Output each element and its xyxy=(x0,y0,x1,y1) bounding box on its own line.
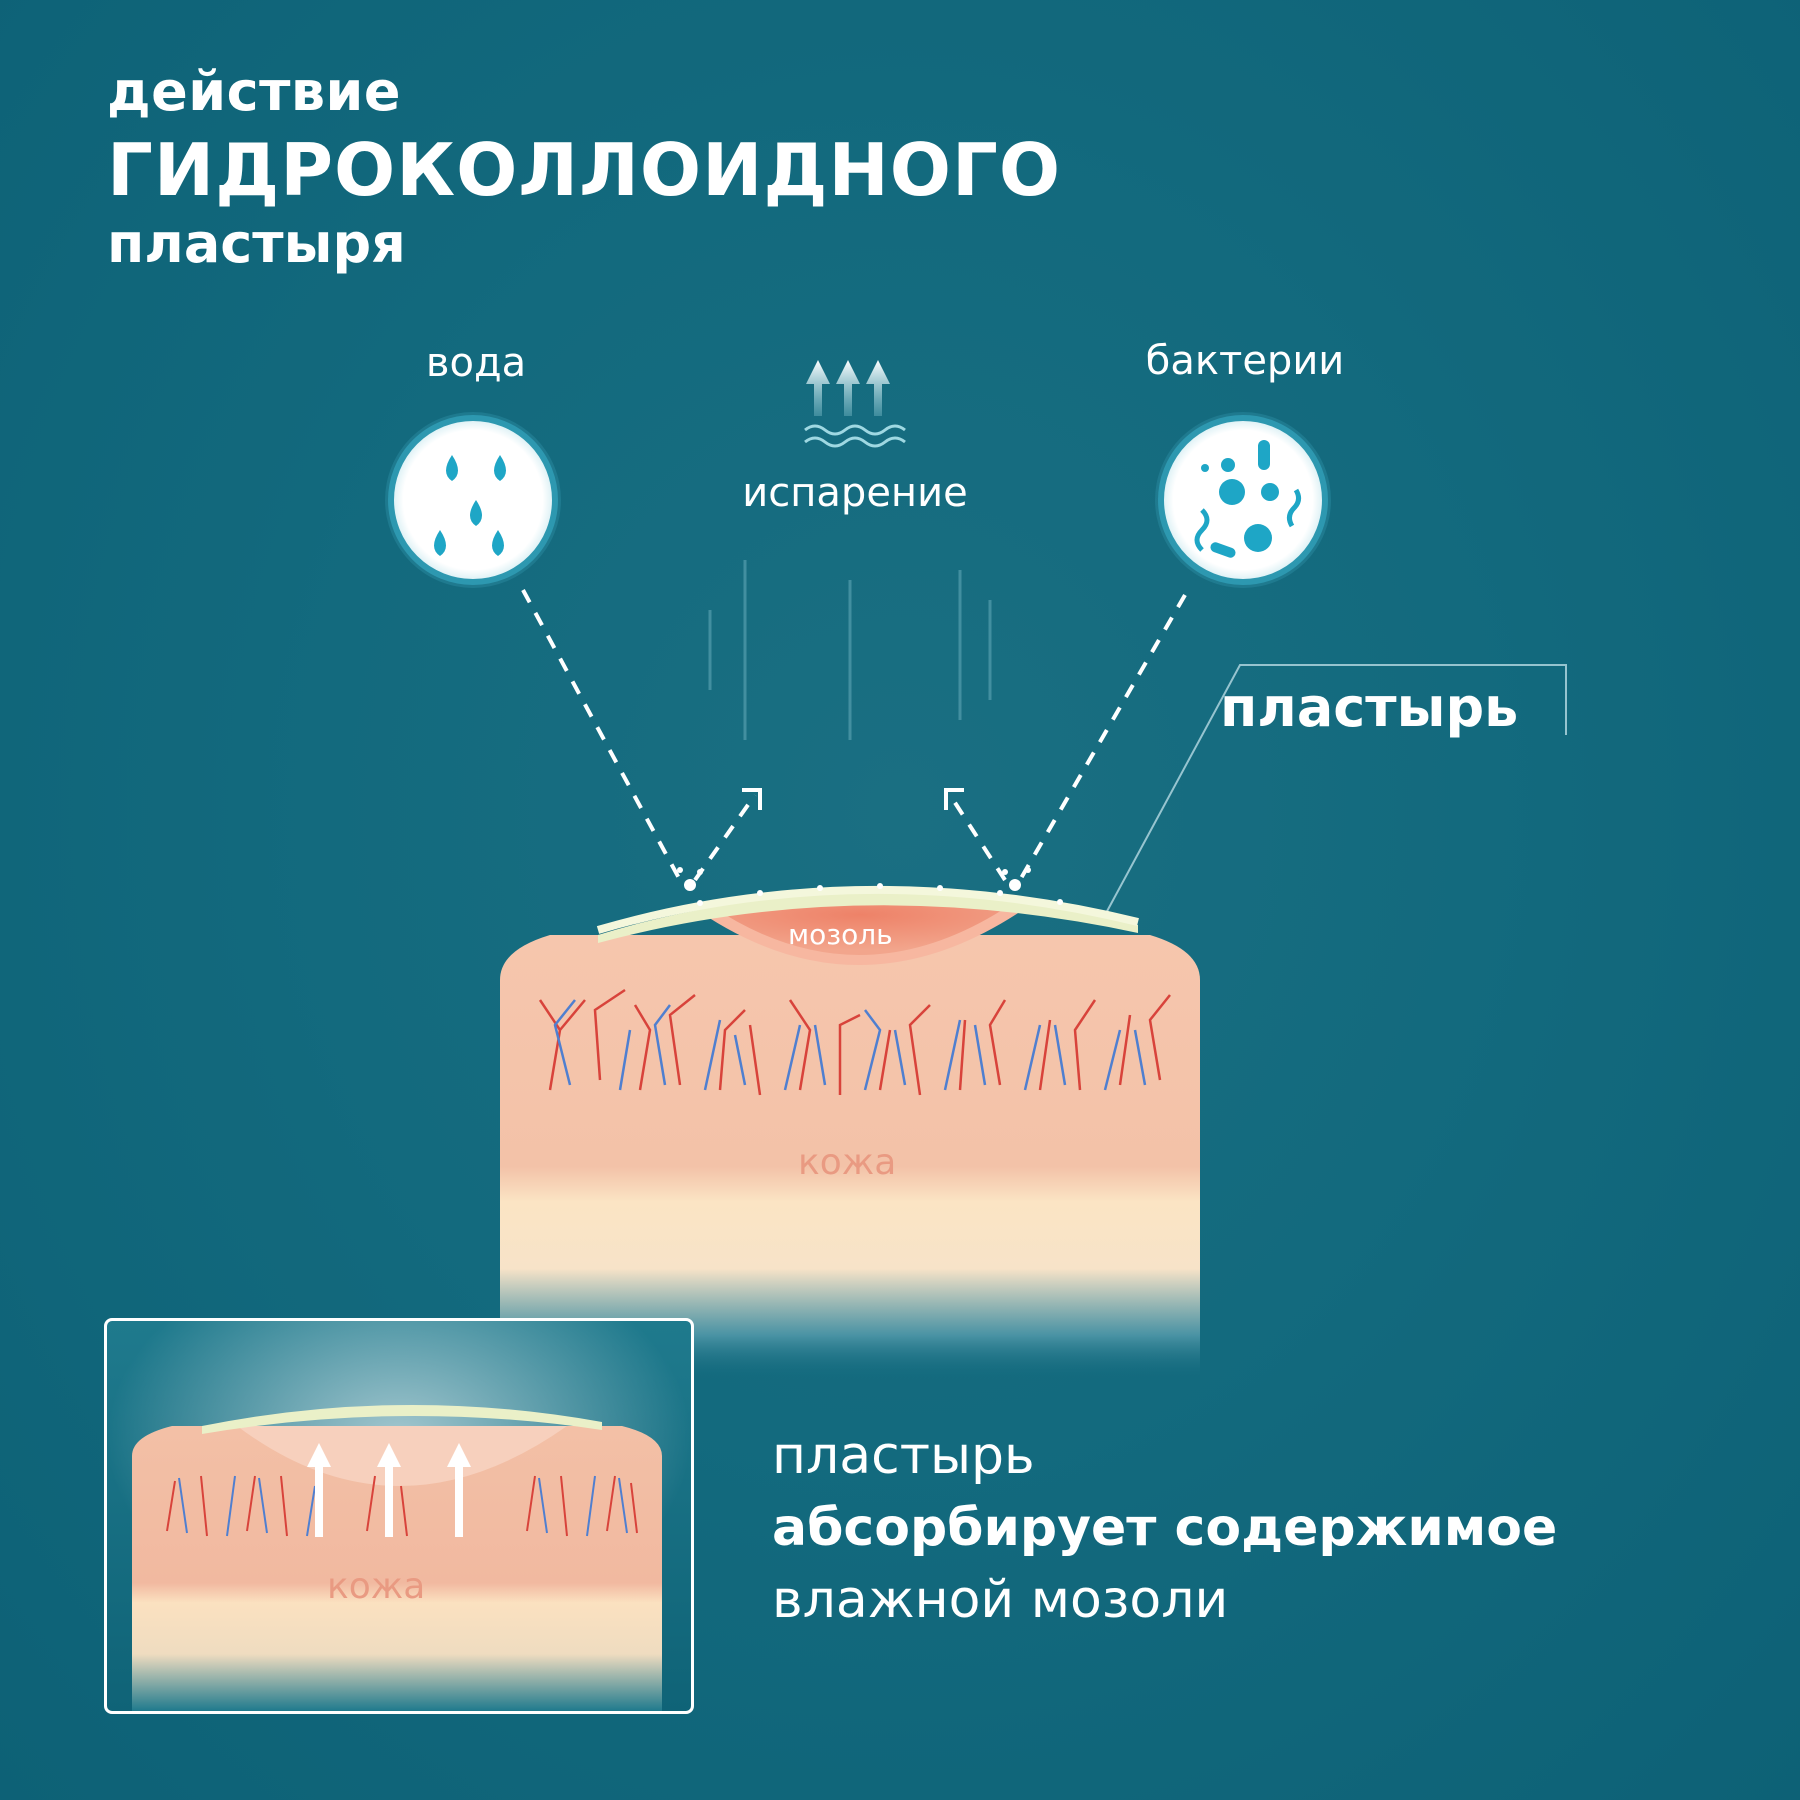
caption-line-1: пластырь xyxy=(772,1426,1035,1486)
evaporation-arrows-icon xyxy=(804,360,906,448)
arrow-heads xyxy=(742,788,964,810)
dashed-arrows xyxy=(521,589,1187,882)
bottom-caption: пластырь абсорбирует содержимое влажной … xyxy=(772,1420,1557,1636)
title-line-1: действие xyxy=(107,60,402,123)
title-line-3: пластыря xyxy=(107,212,406,275)
sparkles xyxy=(677,867,1031,891)
inset-skin-label: кожа xyxy=(327,1566,426,1607)
callus-label: мозоль xyxy=(788,918,893,951)
evaporation-label: испарение xyxy=(742,470,968,516)
title-line-2: ГИДРОКОЛЛОИДНОГО xyxy=(107,128,1062,212)
skin-block xyxy=(500,905,1200,1380)
skin-label: кожа xyxy=(798,1142,897,1183)
patch-label: пластырь xyxy=(1220,676,1519,739)
water-drops-icon xyxy=(385,412,561,588)
water-label: вода xyxy=(425,340,527,386)
patch-layer xyxy=(596,867,1139,943)
inset-panel: кожа xyxy=(104,1318,694,1714)
caption-line-3: влажной мозоли xyxy=(772,1570,1229,1630)
inset-graphic xyxy=(107,1321,691,1711)
evaporation-streaks xyxy=(708,560,992,740)
caption-line-2: абсорбирует содержимое xyxy=(772,1498,1558,1558)
veins xyxy=(538,988,1171,1096)
absorb-arrows xyxy=(307,1443,471,1537)
bacteria-icon xyxy=(1155,412,1331,588)
bacteria-label: бактерии xyxy=(1145,338,1345,384)
patch-pointer-line xyxy=(1104,664,1567,916)
